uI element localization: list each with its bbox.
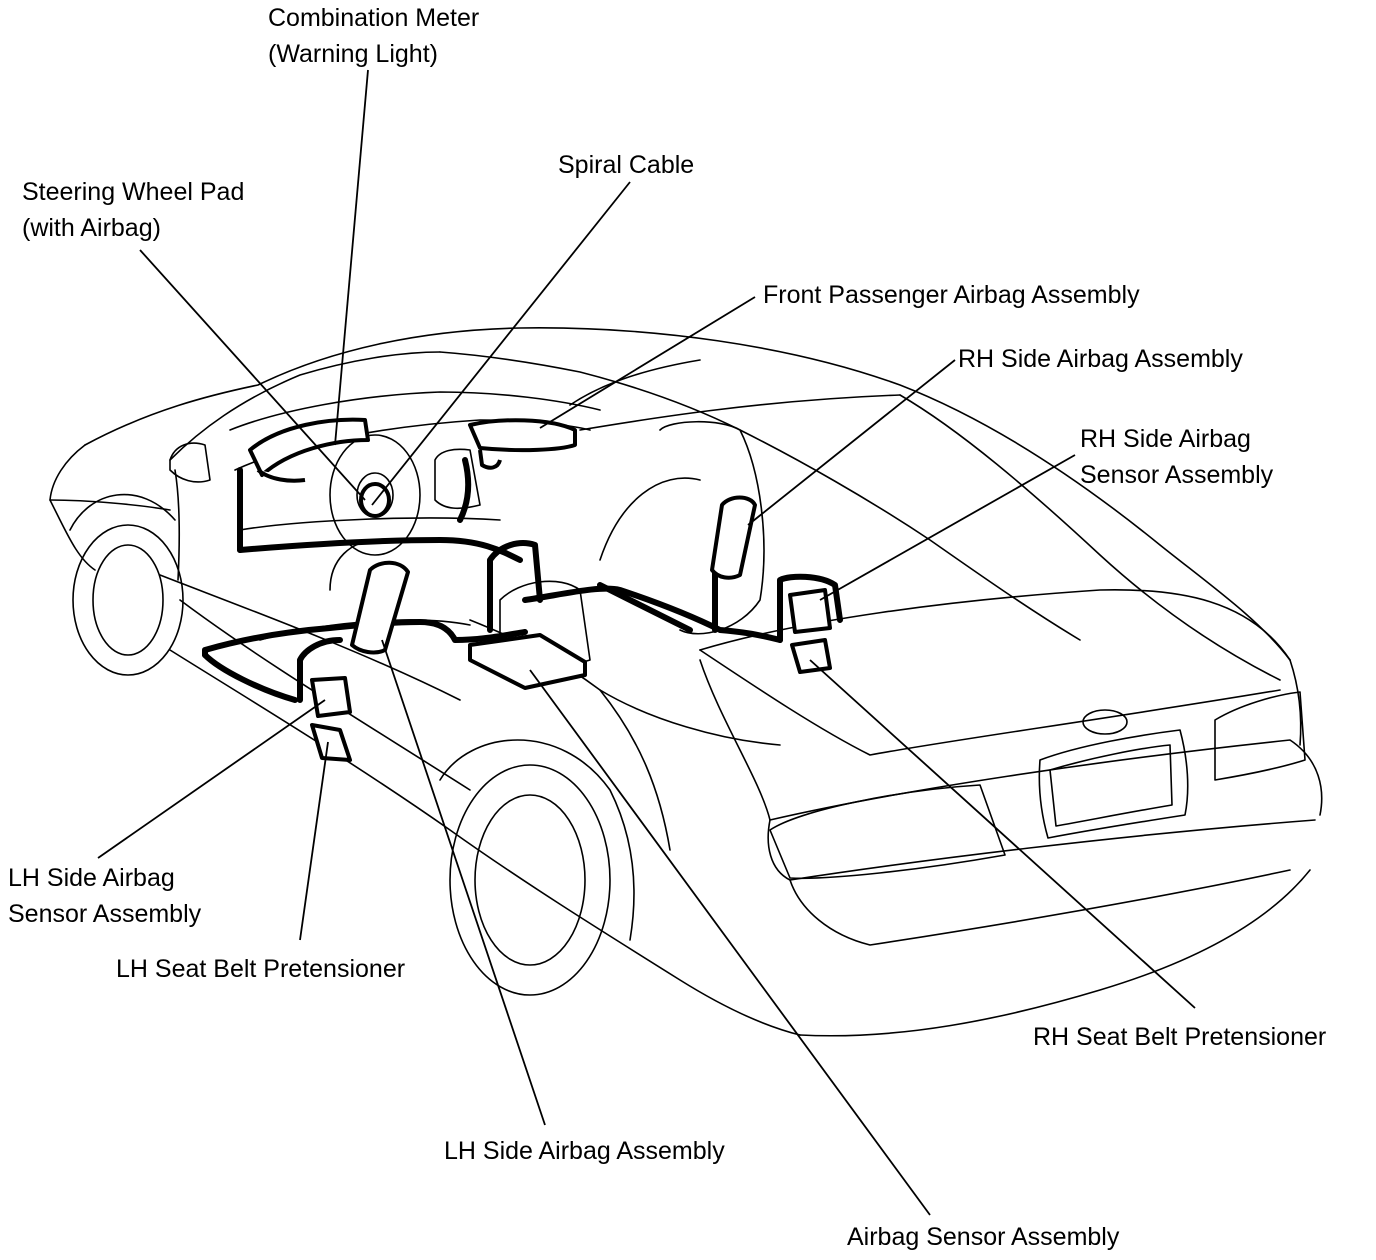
lh-seat-belt-pretensioner-text: LH Seat Belt Pretensioner bbox=[116, 955, 406, 983]
wire-harness bbox=[202, 457, 843, 703]
rh-side-airbag-part bbox=[710, 495, 757, 580]
front-passenger-airbag-part bbox=[468, 418, 577, 453]
leader-steering-wheel-pad bbox=[139, 249, 366, 501]
rh-side-airbag-sensor-label: RH Side Airbag Sensor Assembly bbox=[1080, 421, 1273, 493]
rh-side-airbag-label: RH Side Airbag Assembly bbox=[958, 341, 1243, 377]
rh-pretensioner-part bbox=[790, 638, 832, 674]
leader-rh-side-airbag-sensor bbox=[819, 454, 1076, 601]
rh-side-sensor-part bbox=[788, 588, 832, 634]
lh-side-airbag-label: LH Side Airbag Assembly bbox=[444, 1133, 725, 1169]
combination-meter-line1: Combination Meter bbox=[268, 4, 480, 32]
front-passenger-airbag-text: Front Passenger Airbag Assembly bbox=[763, 281, 1140, 309]
rh-side-airbag-sensor-line1: RH Side Airbag bbox=[1080, 425, 1251, 453]
leader-rh-seat-belt-pretensioner bbox=[809, 659, 1196, 1009]
leader-front-passenger-airbag bbox=[539, 296, 756, 429]
spiral-cable-label: Spiral Cable bbox=[558, 147, 694, 183]
lh-pretensioner-part bbox=[310, 723, 352, 762]
combination-meter-part bbox=[248, 417, 370, 477]
leader-lh-side-airbag bbox=[381, 639, 546, 1126]
lh-side-airbag-sensor-label: LH Side Airbag Sensor Assembly bbox=[8, 860, 201, 932]
lh-side-airbag-sensor-line2: Sensor Assembly bbox=[8, 900, 202, 928]
steering-wheel-pad-label: Steering Wheel Pad (with Airbag) bbox=[22, 174, 244, 246]
lh-side-airbag-text: LH Side Airbag Assembly bbox=[444, 1137, 725, 1165]
airbag-sensor-assembly-text: Airbag Sensor Assembly bbox=[847, 1223, 1120, 1251]
lh-side-airbag-part bbox=[350, 560, 410, 655]
leader-combination-meter bbox=[334, 69, 369, 446]
leader-lines bbox=[97, 69, 1196, 1216]
lh-side-airbag-sensor-line1: LH Side Airbag bbox=[8, 864, 175, 892]
leader-spiral-cable bbox=[371, 181, 631, 506]
airbag-sensor-part bbox=[468, 633, 587, 690]
airbag-sensor-assembly-label: Airbag Sensor Assembly bbox=[847, 1219, 1119, 1255]
lh-seat-belt-pretensioner-label: LH Seat Belt Pretensioner bbox=[116, 951, 405, 987]
rh-side-airbag-sensor-line2: Sensor Assembly bbox=[1080, 461, 1274, 489]
leader-airbag-sensor-assembly bbox=[529, 669, 931, 1216]
combination-meter-line2: (Warning Light) bbox=[268, 40, 438, 68]
rh-seat-belt-pretensioner-label: RH Seat Belt Pretensioner bbox=[1033, 1019, 1326, 1055]
front-passenger-airbag-label: Front Passenger Airbag Assembly bbox=[763, 277, 1140, 313]
lh-side-sensor-part bbox=[310, 676, 352, 718]
leader-lh-seat-belt-pretensioner bbox=[299, 741, 329, 941]
rh-seat-belt-pretensioner-text: RH Seat Belt Pretensioner bbox=[1033, 1023, 1327, 1051]
components bbox=[248, 417, 832, 762]
steering-wheel-pad-line2: (with Airbag) bbox=[22, 214, 161, 242]
leader-lh-side-airbag-sensor bbox=[97, 699, 326, 859]
spiral-cable-text: Spiral Cable bbox=[558, 151, 695, 179]
steering-wheel-pad-line1: Steering Wheel Pad bbox=[22, 178, 245, 206]
combination-meter-label: Combination Meter (Warning Light) bbox=[268, 0, 479, 72]
rh-side-airbag-text: RH Side Airbag Assembly bbox=[958, 345, 1243, 373]
leader-rh-side-airbag bbox=[747, 359, 956, 526]
